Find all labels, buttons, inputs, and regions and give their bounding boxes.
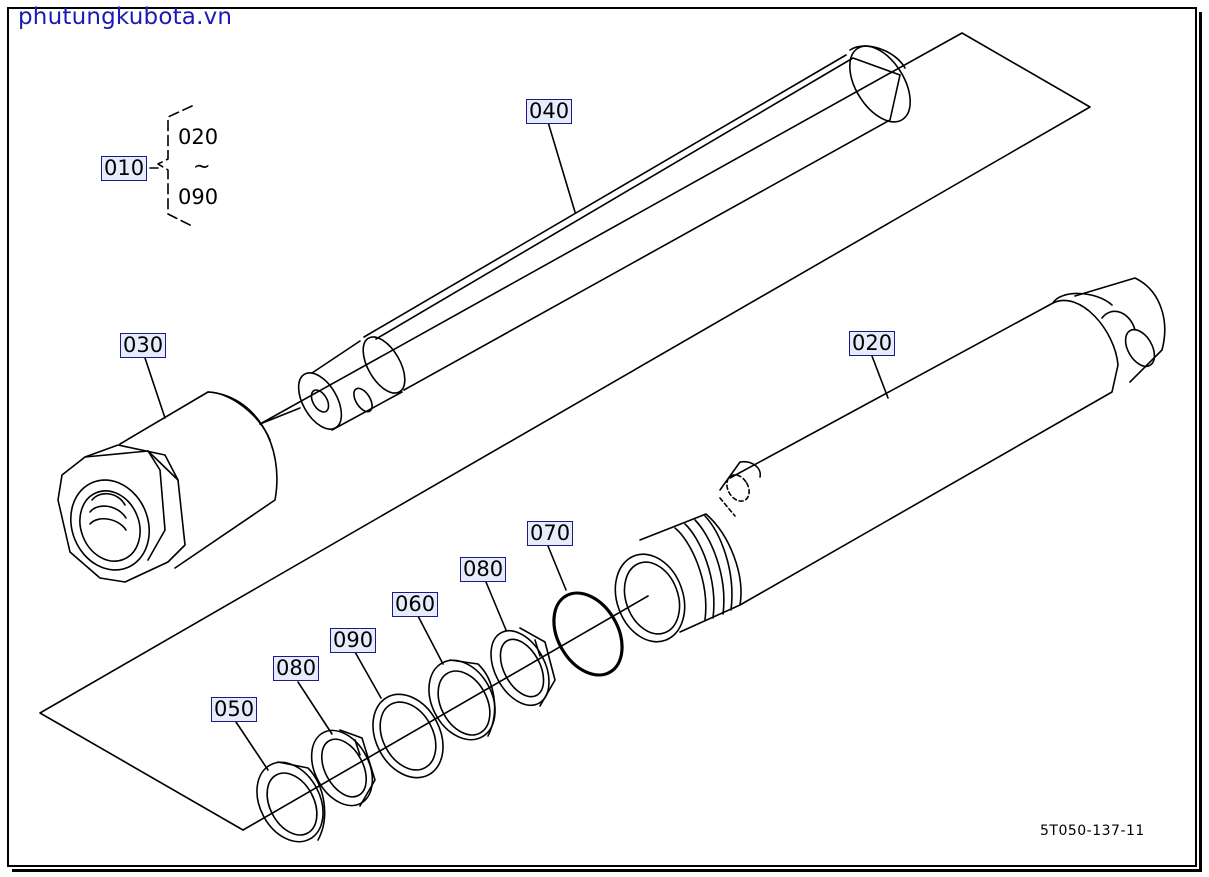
range-end-090: 090 — [178, 185, 219, 209]
range-start-020: 020 — [178, 125, 219, 149]
o-ring-070 — [552, 591, 624, 677]
callout-090[interactable]: 090 — [330, 628, 377, 653]
frame-shadow-right — [1199, 12, 1202, 872]
callout-080-lower[interactable]: 080 — [273, 656, 320, 681]
piston-rod-040 — [297, 45, 911, 431]
cylinder-tube-020 — [614, 277, 1166, 643]
callout-040[interactable]: 040 — [526, 99, 573, 124]
leader-lines — [144, 121, 889, 771]
assembly-bracket — [149, 105, 193, 227]
callout-060[interactable]: 060 — [392, 592, 439, 617]
callout-010[interactable]: 010 — [101, 156, 148, 181]
callout-050[interactable]: 050 — [211, 697, 258, 722]
packing-060 — [428, 659, 496, 741]
frame-shadow-bottom — [12, 869, 1202, 872]
assembly-boundary — [39, 32, 1091, 831]
callout-030[interactable]: 030 — [120, 333, 167, 358]
callout-070[interactable]: 070 — [527, 521, 574, 546]
callout-080-upper[interactable]: 080 — [460, 557, 507, 582]
figure-code: 5T050-137-11 — [1040, 823, 1145, 839]
backup-ring-080-upper — [490, 627, 556, 707]
gland-nut-030 — [57, 391, 301, 583]
callout-020[interactable]: 020 — [849, 331, 896, 356]
watermark-text: phutungkubota.vn — [18, 4, 233, 30]
ring-centre-axis — [242, 595, 649, 831]
backup-ring-080-lower — [310, 729, 376, 807]
range-tilde: ~ — [193, 154, 211, 178]
drawing-frame — [7, 7, 1197, 867]
